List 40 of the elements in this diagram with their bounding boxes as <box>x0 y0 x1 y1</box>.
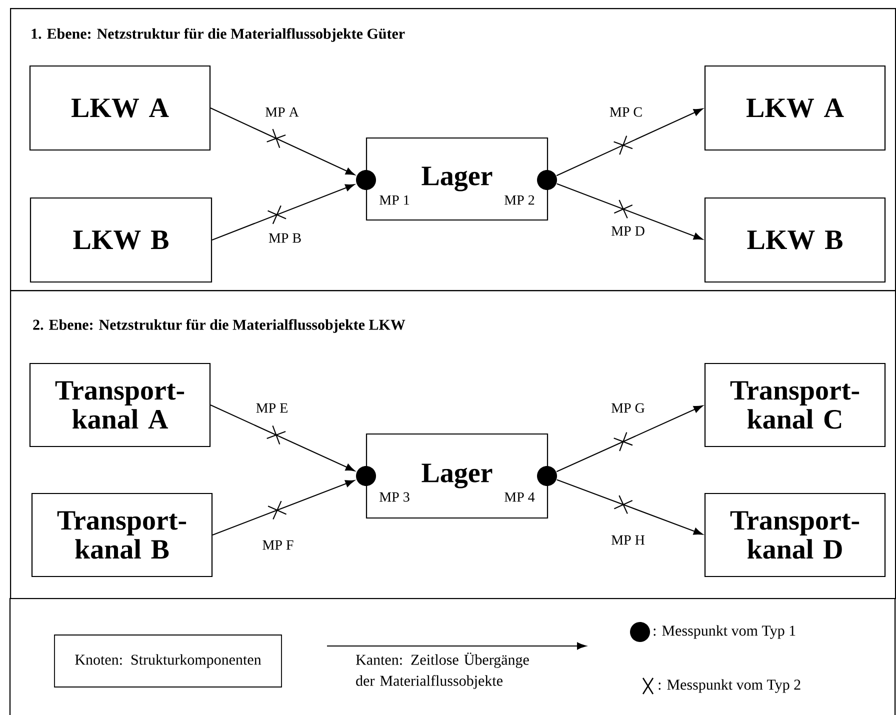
node-title: Lager <box>422 464 492 488</box>
legend-text: : Messpunkt vom Typ 1 <box>654 625 796 639</box>
section-heading: 1. Ebene: Netzstruktur für die Materialflussobjekte Güter <box>32 28 405 42</box>
measuring-point-dot <box>356 170 376 190</box>
edge-label: MP F <box>262 540 294 550</box>
edge-label: MP D <box>612 226 644 236</box>
component-box: Transport- kanal D <box>704 492 886 578</box>
component-box: LKW A <box>29 65 211 151</box>
arrow <box>556 183 703 240</box>
measuring-point-dot <box>356 466 376 486</box>
component-box: LKW B <box>30 197 212 283</box>
measuring-point-dot <box>537 170 557 190</box>
arrow <box>210 108 355 176</box>
edge-label: MP C <box>610 107 642 117</box>
arrow <box>556 108 703 176</box>
legend-text: : Messpunkt vom Typ 2 <box>658 679 800 693</box>
measuring-point-label: MP 2 <box>504 195 534 205</box>
component-box: Transport- kanal B <box>31 492 213 578</box>
edge-label: MP G <box>612 403 644 413</box>
arrow <box>556 479 703 535</box>
arrow <box>556 405 703 472</box>
component-box: Transport- kanal A <box>29 362 211 448</box>
measuring-point-label: MP 3 <box>380 492 410 502</box>
measuring-point-label: MP 4 <box>504 492 535 502</box>
legend-box: Knoten: Strukturkomponenten <box>54 634 282 688</box>
node-title: Lager <box>422 166 492 192</box>
arrow <box>212 184 355 241</box>
arrow <box>212 480 355 536</box>
measuring-point-label: MP 1 <box>380 195 410 205</box>
legend-text: Kanten: Zeitlose Übergänge der Materialflussobjekte <box>356 652 529 689</box>
edge-label: MP E <box>256 403 288 413</box>
edge-label: MP H <box>612 535 645 545</box>
component-box: LKW B <box>704 197 886 283</box>
component-box: Transport- kanal C <box>704 362 886 448</box>
section-heading: 2. Ebene: Netzstruktur für die Materialflussobjekte LKW <box>33 319 406 333</box>
edge-label: MP B <box>268 233 301 243</box>
measuring-point-dot <box>537 466 557 486</box>
arrow <box>210 404 355 472</box>
component-box: LKW A <box>704 65 886 151</box>
edge-label: MP A <box>266 107 299 117</box>
